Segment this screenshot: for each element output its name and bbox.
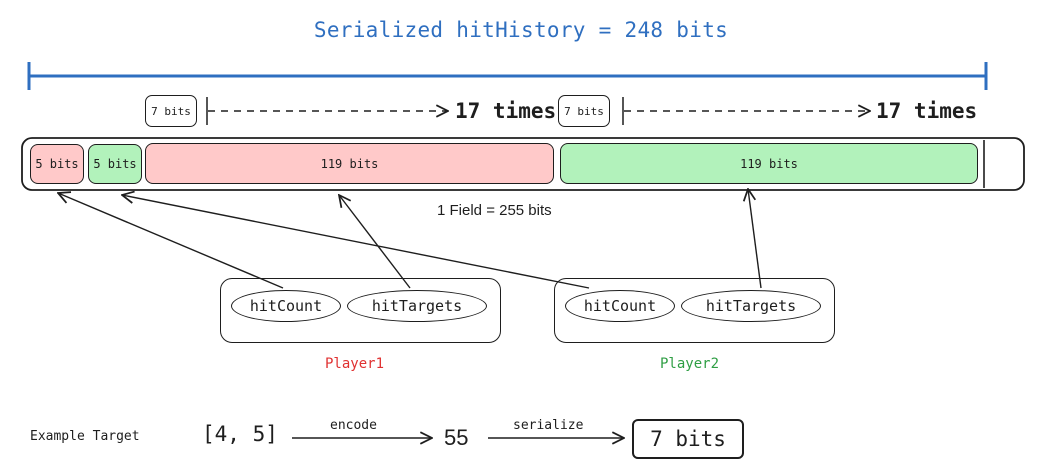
player2-label: Player2 <box>660 356 720 372</box>
player2-hittargets: hitTargets <box>681 290 821 322</box>
player1-hitcount: hitCount <box>231 290 341 322</box>
field-container <box>21 137 1025 191</box>
example-label: Example Target <box>30 429 140 444</box>
example-output-box: 7 bits <box>632 419 744 459</box>
repeat-box-2: 7 bits <box>558 95 610 127</box>
player1-hittargets: hitTargets <box>347 290 487 322</box>
repeat-label-1: 17 times <box>455 99 557 123</box>
repeat-box-1: 7 bits <box>145 95 197 127</box>
player2-hitcount: hitCount <box>565 290 675 322</box>
arrow-p1-hittargets <box>339 195 411 289</box>
segment-p2-hittargets: 119 bits <box>560 143 978 184</box>
field-size-label: 1 Field = 255 bits <box>437 202 552 219</box>
player1-box <box>220 278 501 343</box>
encode-step-label: encode <box>330 418 377 433</box>
diagram-title: Serialized hitHistory = 248 bits <box>313 18 729 42</box>
segment-p2-hitcount: 5 bits <box>88 144 142 184</box>
arrow-p2-hittargets <box>748 189 762 289</box>
example-intermediate: 55 <box>444 425 469 450</box>
example-input: [4, 5] <box>202 422 278 446</box>
repeat-label-2: 17 times <box>876 99 978 123</box>
player2-box <box>554 278 835 343</box>
arrow-p1-hitcount <box>58 193 284 289</box>
segment-p1-hittargets: 119 bits <box>145 143 554 184</box>
serialize-step-label: serialize <box>513 418 584 433</box>
arrow-p2-hitcount <box>122 195 590 289</box>
player1-label: Player1 <box>325 356 385 372</box>
segment-p1-hitcount: 5 bits <box>30 144 84 184</box>
